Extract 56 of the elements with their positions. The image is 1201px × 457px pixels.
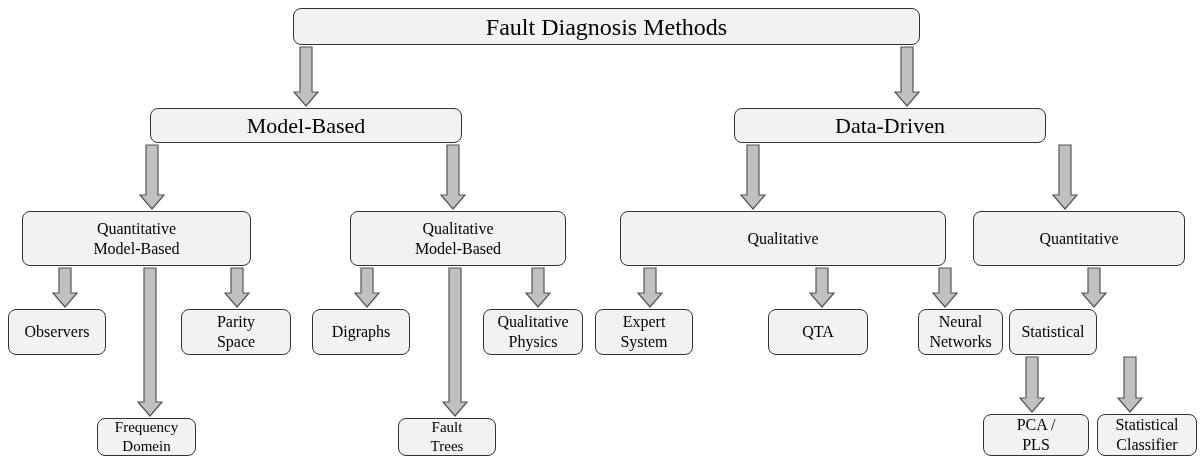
block-arrow [136,267,164,417]
node-label: Qualitative Model-Based [413,218,503,259]
block-arrow [51,267,79,308]
node-label: Quantitative [1039,228,1119,249]
category-box [918,309,1003,355]
block-arrow [739,144,767,210]
category-box [768,309,868,355]
node-label: Neural Networks [928,312,993,352]
category-box [973,211,1185,266]
node-label: Statistical Classifier [1114,415,1180,455]
node-label: Model-Based [246,111,366,140]
block-arrow [439,144,467,210]
node-label: Digraphs [331,322,391,342]
block-arrow [441,267,469,417]
category-box [8,309,106,355]
category-box [97,418,196,456]
block-arrow [1051,144,1079,210]
block-arrow [1018,356,1046,413]
category-box [620,211,946,266]
category-box [1009,309,1097,355]
node-label: Parity Space [215,312,257,352]
category-box [181,309,291,355]
node-label: Fault Diagnosis Methods [485,12,728,42]
category-box [293,8,920,45]
block-arrow [524,267,552,308]
node-label: Fault Trees [429,418,465,456]
block-arrow [931,267,959,308]
node-label: Expert System [619,312,669,352]
node-label: Quantitative Model-Based [92,218,181,259]
category-box [350,211,566,266]
category-box [398,418,496,456]
node-label: Observers [24,322,90,342]
category-box [312,309,410,355]
node-label: Statistical [1021,322,1085,342]
block-arrow [1080,267,1108,308]
block-arrow [893,46,921,107]
category-box [1097,414,1197,456]
node-label: Frequency Domein [113,418,180,456]
block-arrow [808,267,836,308]
category-box [150,108,462,143]
node-label: Data-Driven [835,111,945,140]
node-label: PCA / PLS [1015,415,1057,455]
block-arrow [353,267,381,308]
category-box [983,414,1089,456]
node-label: QTA [802,322,834,342]
category-box [595,309,693,355]
category-box [734,108,1046,143]
block-arrow [1116,356,1144,413]
block-arrow [138,144,166,210]
block-arrow [223,267,251,308]
category-box [483,309,583,355]
block-arrow [636,267,664,308]
category-box [22,211,251,266]
node-label: Qualitative [747,228,819,249]
node-label: Qualitative Physics [496,312,570,352]
block-arrow [292,46,320,107]
